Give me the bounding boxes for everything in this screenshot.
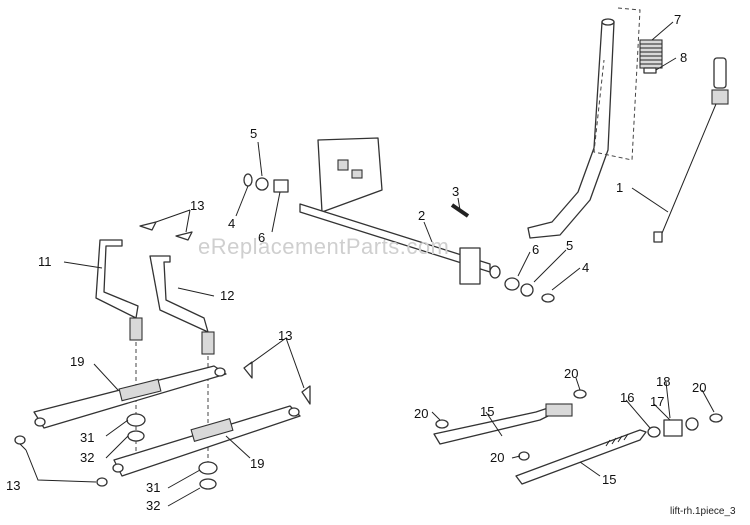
clip-mid-a xyxy=(243,361,253,379)
callout: 32 xyxy=(146,498,160,513)
rod-upper xyxy=(433,403,573,445)
callout: 13 xyxy=(190,198,204,213)
diagram-code: lift-rh.1piece_3 xyxy=(670,506,736,517)
nut xyxy=(685,417,699,431)
spring xyxy=(639,39,663,69)
cable xyxy=(653,57,729,243)
spacer-31-right xyxy=(198,461,218,475)
clip-left xyxy=(243,173,253,187)
swivel-block xyxy=(663,419,683,437)
clip-lower-a xyxy=(14,435,26,445)
callout: 20 xyxy=(490,450,504,465)
callout: 19 xyxy=(70,354,84,369)
callout: 4 xyxy=(228,216,235,231)
callout: 18 xyxy=(656,374,670,389)
callout: 6 xyxy=(258,230,265,245)
callout: 3 xyxy=(452,184,459,199)
callout: 4 xyxy=(582,260,589,275)
callout: 20 xyxy=(414,406,428,421)
callout: 16 xyxy=(620,390,634,405)
clip-right xyxy=(541,293,555,303)
clip-mid-b xyxy=(301,385,311,405)
clip-20-b xyxy=(573,389,587,399)
handle-grip-outline xyxy=(593,7,641,161)
callout: 15 xyxy=(602,472,616,487)
spacer-left xyxy=(273,179,289,193)
clip-lower-b xyxy=(96,477,108,487)
lift-arm-lower xyxy=(112,405,301,477)
callout-numbers: 7 8 5 3 2 1 13 4 6 11 12 6 5 4 13 19 20 … xyxy=(6,12,706,513)
lift-link-left xyxy=(95,239,143,341)
callout: 1 xyxy=(616,180,623,195)
washer-32-right xyxy=(199,478,217,490)
callout: 15 xyxy=(480,404,494,419)
callout: 31 xyxy=(80,430,94,445)
washer-right xyxy=(520,283,534,297)
callout: 2 xyxy=(418,208,425,223)
shaft-pin xyxy=(450,203,470,218)
lift-shaft xyxy=(299,203,501,285)
clip-upper-b xyxy=(175,231,193,241)
callout: 12 xyxy=(220,288,234,303)
callout: 8 xyxy=(680,50,687,65)
clip-20-d xyxy=(518,451,530,461)
bushing-right xyxy=(504,277,520,291)
callout: 13 xyxy=(278,328,292,343)
lift-link-right xyxy=(149,255,215,355)
callout: 11 xyxy=(38,254,52,269)
callout: 20 xyxy=(692,380,706,395)
pivot-bracket xyxy=(317,137,383,213)
lift-arm-upper xyxy=(33,365,227,429)
callout: 7 xyxy=(674,12,681,27)
clip-upper-a xyxy=(139,221,157,231)
clip-20-a xyxy=(435,419,449,429)
washer-32-left xyxy=(127,430,145,442)
bushing-left xyxy=(255,177,269,191)
ferrule xyxy=(647,426,661,438)
lift-handle xyxy=(527,18,615,239)
leader-lines xyxy=(19,21,715,507)
callout: 13 xyxy=(6,478,20,493)
callout: 6 xyxy=(532,242,539,257)
callout: 31 xyxy=(146,480,160,495)
callout: 5 xyxy=(566,238,573,253)
clip-20-c xyxy=(709,413,723,423)
rod-lower xyxy=(515,429,647,485)
callout: 19 xyxy=(250,456,264,471)
callout: 32 xyxy=(80,450,94,465)
spacer-31-left xyxy=(126,413,146,427)
callout: 20 xyxy=(564,366,578,381)
watermark: eReplacementParts.com xyxy=(198,234,449,259)
callout: 17 xyxy=(650,394,664,409)
callout: 5 xyxy=(250,126,257,141)
pin xyxy=(643,67,657,74)
